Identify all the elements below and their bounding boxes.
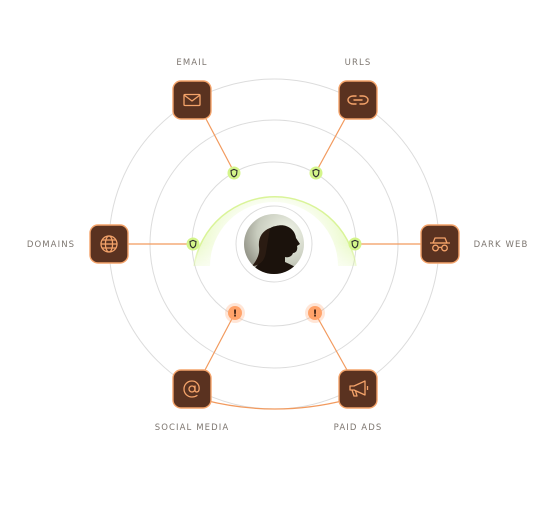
node-urls-label: URLS: [345, 58, 372, 68]
node-dark-web[interactable]: [420, 224, 460, 264]
protected-badges: [186, 166, 362, 251]
connector-email: [204, 116, 235, 173]
alert-badge: !: [225, 303, 245, 323]
node-email-label: EMAIL: [176, 58, 207, 68]
node-paid-ads-label: PAID ADS: [334, 423, 383, 433]
node-urls[interactable]: [338, 80, 378, 120]
globe-icon: [100, 235, 118, 253]
node-social-media[interactable]: [172, 369, 212, 409]
node-social-media-label: SOCIAL MEDIA: [155, 423, 230, 433]
shield-icon: [186, 237, 200, 251]
node-email[interactable]: [172, 80, 212, 120]
node-paid-ads[interactable]: [338, 369, 378, 409]
connector-paid-ads: [314, 312, 348, 371]
node-domains[interactable]: [89, 224, 129, 264]
alert-symbol: !: [233, 309, 238, 320]
alert-symbol: !: [313, 309, 318, 320]
shield-icon: [309, 166, 323, 180]
connector-social-paid-arc: [203, 399, 347, 410]
at-sign-icon: [183, 380, 200, 398]
center-avatar: [235, 205, 313, 283]
node-domains-label: DOMAINS: [27, 240, 75, 250]
link-icon: [347, 95, 369, 105]
shield-icon: [348, 237, 362, 251]
alert-badges: ! !: [225, 303, 325, 323]
connector-social-media: [204, 312, 236, 371]
connectors: [127, 116, 421, 410]
protected-zone-glow: [193, 196, 357, 267]
alert-badge: !: [305, 303, 325, 323]
connector-urls: [315, 116, 347, 173]
mail-icon: [183, 93, 201, 107]
incognito-icon: [430, 237, 450, 252]
shield-icon: [227, 166, 241, 180]
megaphone-icon: [349, 380, 369, 397]
node-dark-web-label: DARK WEB: [474, 240, 529, 250]
